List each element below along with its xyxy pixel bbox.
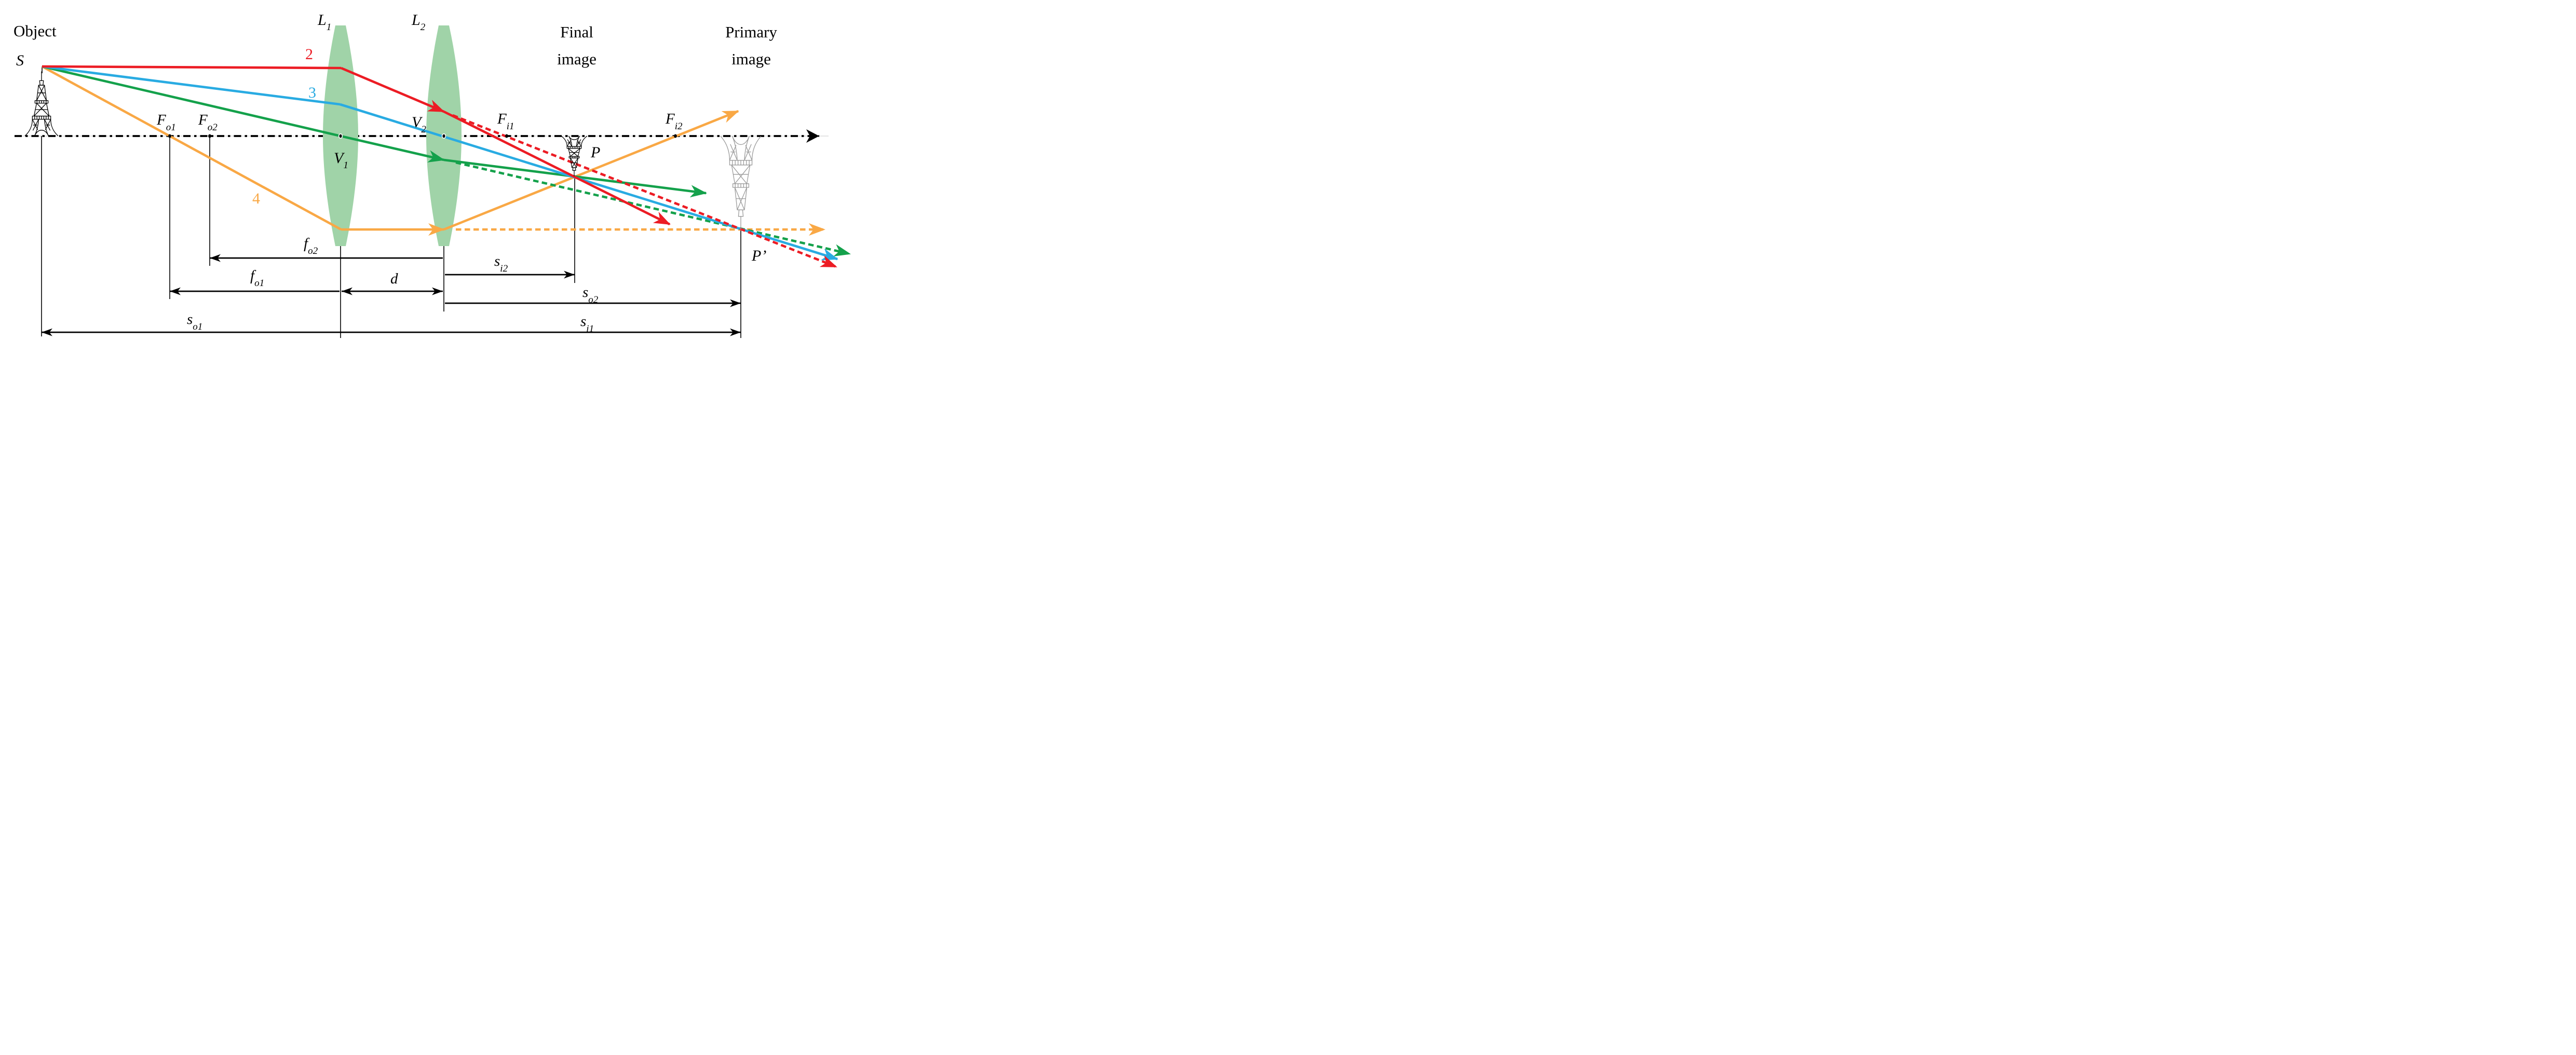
final-image-label-line2: image bbox=[557, 50, 596, 68]
focal-point-fo2-dot bbox=[208, 134, 211, 138]
ray4-number-label: 4 bbox=[252, 190, 260, 207]
dim-f-o1-label: fo1 bbox=[250, 267, 264, 289]
lens1-label: L1 bbox=[317, 11, 331, 33]
final-image-label-line1: Final bbox=[560, 23, 593, 41]
dim-s-o1-label: so1 bbox=[187, 311, 202, 332]
primary-image-point-label: P’ bbox=[751, 247, 766, 264]
ray-green-virtual-extension bbox=[455, 161, 851, 256]
lens2-label: L2 bbox=[411, 11, 426, 33]
primary-image-tower-illustration bbox=[720, 136, 762, 231]
final-image-point-label: P bbox=[590, 144, 600, 161]
vertex-v1-label: V1 bbox=[334, 150, 348, 171]
primary-image-label-line1: Primary bbox=[725, 23, 777, 41]
focal-point-fi2-dot bbox=[674, 134, 677, 138]
dim-d-label: d bbox=[390, 270, 398, 287]
ray4-orange bbox=[41, 65, 825, 236]
object-tower-illustration bbox=[24, 71, 59, 137]
primary-image-label-line2: image bbox=[731, 50, 771, 68]
fo1-label: Fo1 bbox=[156, 112, 176, 133]
dimension-lines bbox=[42, 254, 741, 336]
final-image-tower-illustration bbox=[561, 136, 588, 177]
vertex-v2-dot bbox=[441, 133, 446, 139]
dim-s-i1-label: si1 bbox=[580, 313, 594, 334]
dim-s-o2-label: so2 bbox=[582, 284, 599, 305]
dim-f-o2-label: fo2 bbox=[304, 235, 318, 256]
two-lens-optics-diagram: Object S L1 L2 Final image Primary image… bbox=[0, 0, 859, 351]
vertex-v2-label: V2 bbox=[412, 114, 426, 135]
focal-point-fi1-dot bbox=[505, 134, 508, 138]
ray2-virtual-extension bbox=[452, 114, 837, 268]
fi1-label: Fi1 bbox=[497, 111, 514, 132]
ray3-blue bbox=[42, 65, 838, 261]
ray2-number-label: 2 bbox=[305, 46, 313, 63]
source-point-label: S bbox=[16, 52, 24, 69]
dim-s-i2-label: si2 bbox=[494, 253, 508, 274]
fo2-label: Fo2 bbox=[198, 112, 218, 133]
ray2-red bbox=[42, 65, 837, 268]
ray3-number-label: 3 bbox=[308, 84, 316, 101]
focal-point-fo1-dot bbox=[168, 134, 171, 138]
fi2-label: Fi2 bbox=[665, 111, 683, 132]
object-label: Object bbox=[13, 22, 57, 40]
vertex-v1-dot bbox=[338, 133, 343, 139]
